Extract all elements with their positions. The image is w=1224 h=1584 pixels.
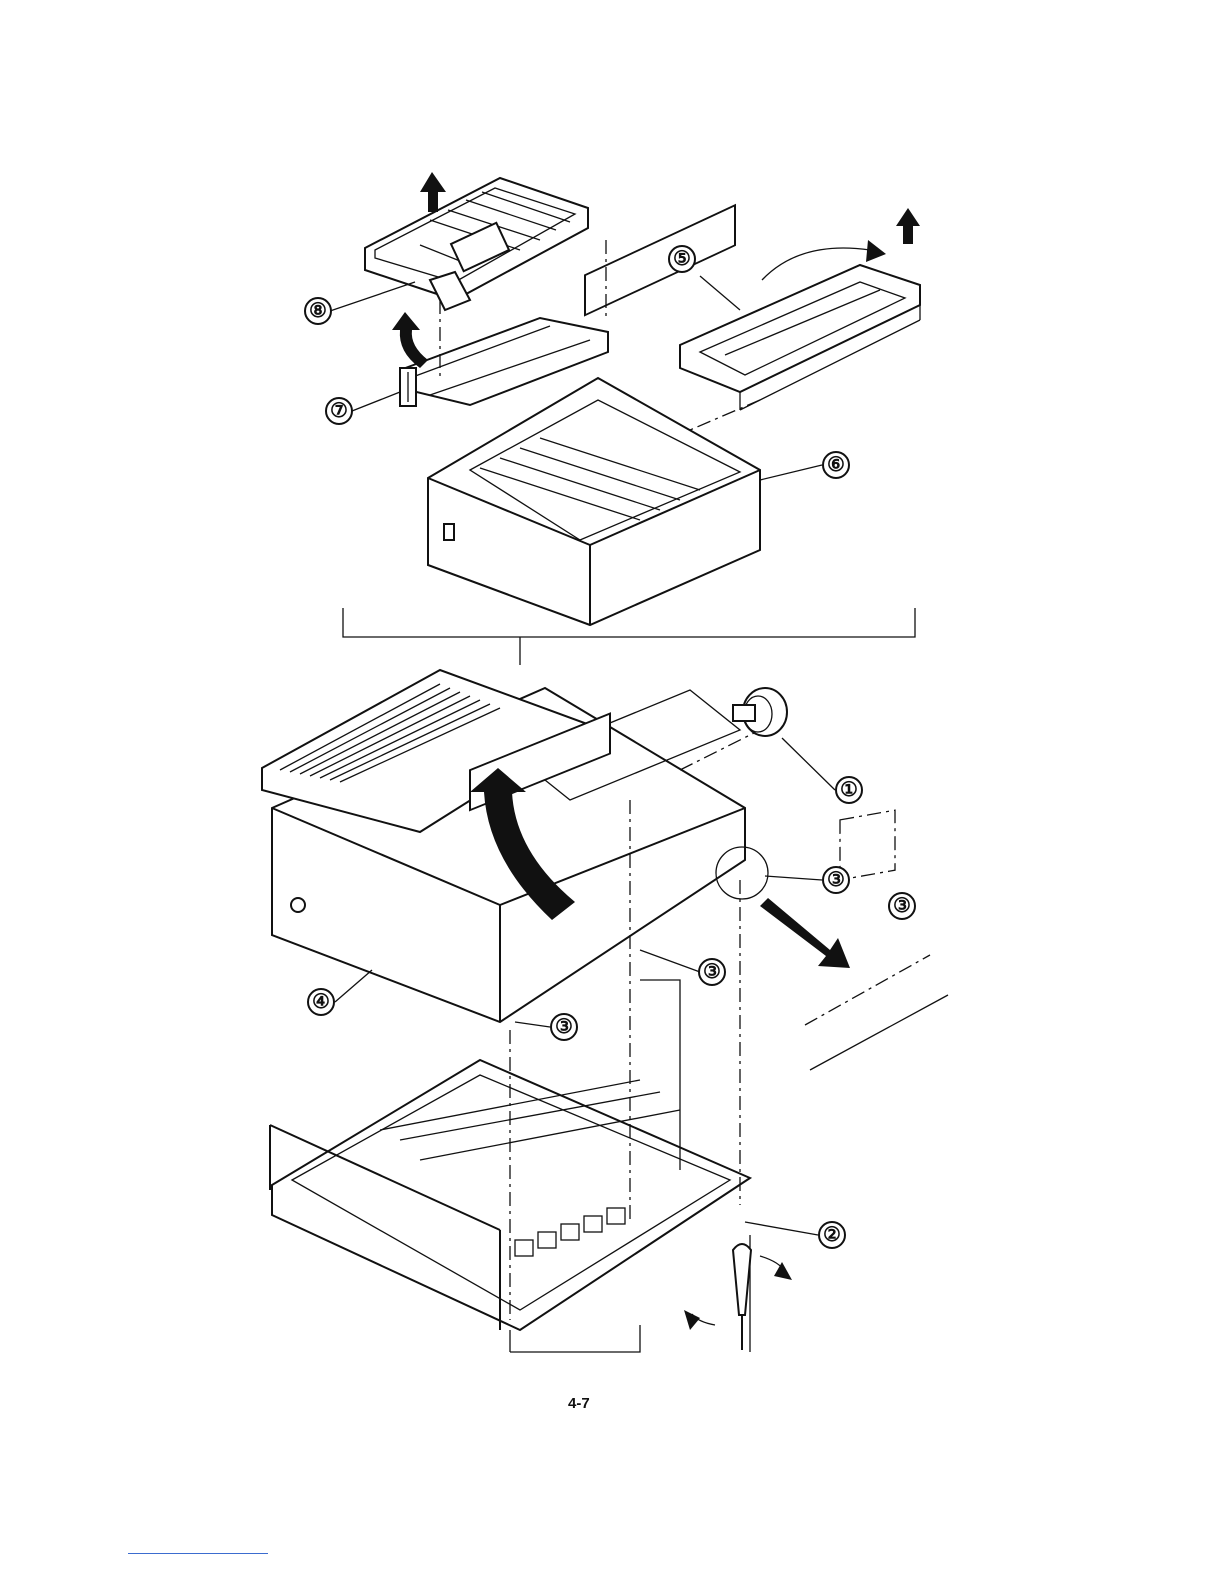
footnote-rule — [128, 1553, 268, 1554]
callout-3-detail: ③ — [888, 892, 916, 920]
top-cover-part-5 — [680, 265, 920, 410]
callout-3-front: ③ — [698, 958, 726, 986]
callout-7: ⑦ — [325, 397, 353, 425]
callout-2: ② — [818, 1221, 846, 1249]
assembly-bracket — [343, 608, 915, 665]
callout-6: ⑥ — [822, 451, 850, 479]
callout-3-front-right: ③ — [822, 866, 850, 894]
page-number: 4-7 — [568, 1395, 590, 1412]
knob-icon — [733, 688, 787, 736]
access-cover-part-8 — [365, 178, 588, 310]
callout-3-left: ③ — [550, 1013, 578, 1041]
callout-8: ⑧ — [304, 297, 332, 325]
callout-5: ⑤ — [668, 245, 696, 273]
callout-4: ④ — [307, 988, 335, 1016]
callout-1: ① — [835, 776, 863, 804]
latch-detail — [716, 810, 948, 1070]
screwdriver-icon — [733, 1244, 751, 1350]
